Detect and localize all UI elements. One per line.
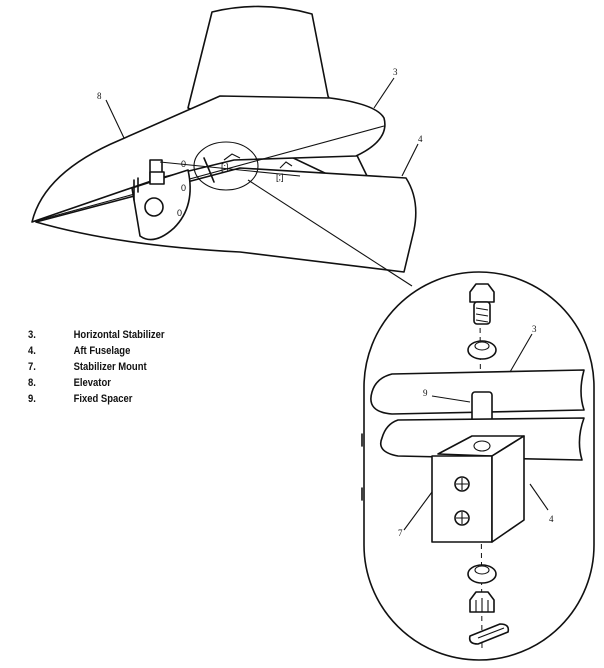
legend-label: Elevator bbox=[73, 377, 111, 389]
legend-row: 8. Elevator bbox=[28, 375, 200, 391]
legend-label: Stabilizer Mount bbox=[73, 361, 147, 373]
stabilizer-mount-bracket bbox=[431, 435, 525, 543]
legend-number: 8. bbox=[28, 377, 36, 389]
callout-9: 9 bbox=[423, 388, 428, 398]
legend-label: Horizontal Stabilizer bbox=[73, 329, 165, 341]
bolt bbox=[469, 283, 495, 325]
callout-3-detail: 3 bbox=[532, 324, 537, 334]
mount-mark-left: [:] bbox=[221, 162, 229, 172]
aft-fuselage bbox=[35, 167, 417, 273]
legend-label: Fixed Spacer bbox=[73, 393, 133, 405]
detail-capsule bbox=[363, 271, 595, 661]
legend-label: Aft Fuselage bbox=[73, 345, 131, 357]
legend-number: 4. bbox=[28, 345, 36, 357]
callout-4-top: 4 bbox=[418, 134, 423, 144]
callout-7-detail: 7 bbox=[398, 528, 403, 538]
castle-nut bbox=[469, 591, 495, 613]
legend-number: 9. bbox=[28, 393, 36, 405]
cotter-pin bbox=[468, 623, 510, 645]
legend-row: 7. Stabilizer Mount bbox=[28, 359, 200, 375]
legend-row: 3. Horizontal Stabilizer bbox=[28, 327, 200, 343]
fixed-spacer bbox=[471, 391, 493, 423]
callout-4-detail: 4 bbox=[549, 514, 554, 524]
detail-locator-circle bbox=[193, 141, 259, 191]
parts-legend: 3. Horizontal Stabilizer 4. Aft Fuselage… bbox=[28, 327, 228, 407]
hinge-mark-3: 0 bbox=[177, 208, 182, 218]
callout-8: 8 bbox=[97, 91, 102, 101]
callout-3-top: 3 bbox=[393, 67, 398, 77]
hinge-mark-2: 0 bbox=[181, 183, 186, 193]
legend-row: 4. Aft Fuselage bbox=[28, 343, 200, 359]
mount-mark-right: [;] bbox=[276, 172, 284, 182]
washer-lower bbox=[467, 564, 497, 584]
legend-number: 7. bbox=[28, 361, 36, 373]
legend-number: 3. bbox=[28, 329, 36, 341]
horizontal-stabilizer bbox=[31, 95, 386, 223]
legend-row: 9. Fixed Spacer bbox=[28, 391, 200, 407]
detail-leader-line bbox=[247, 179, 413, 287]
washer-upper bbox=[467, 340, 497, 360]
